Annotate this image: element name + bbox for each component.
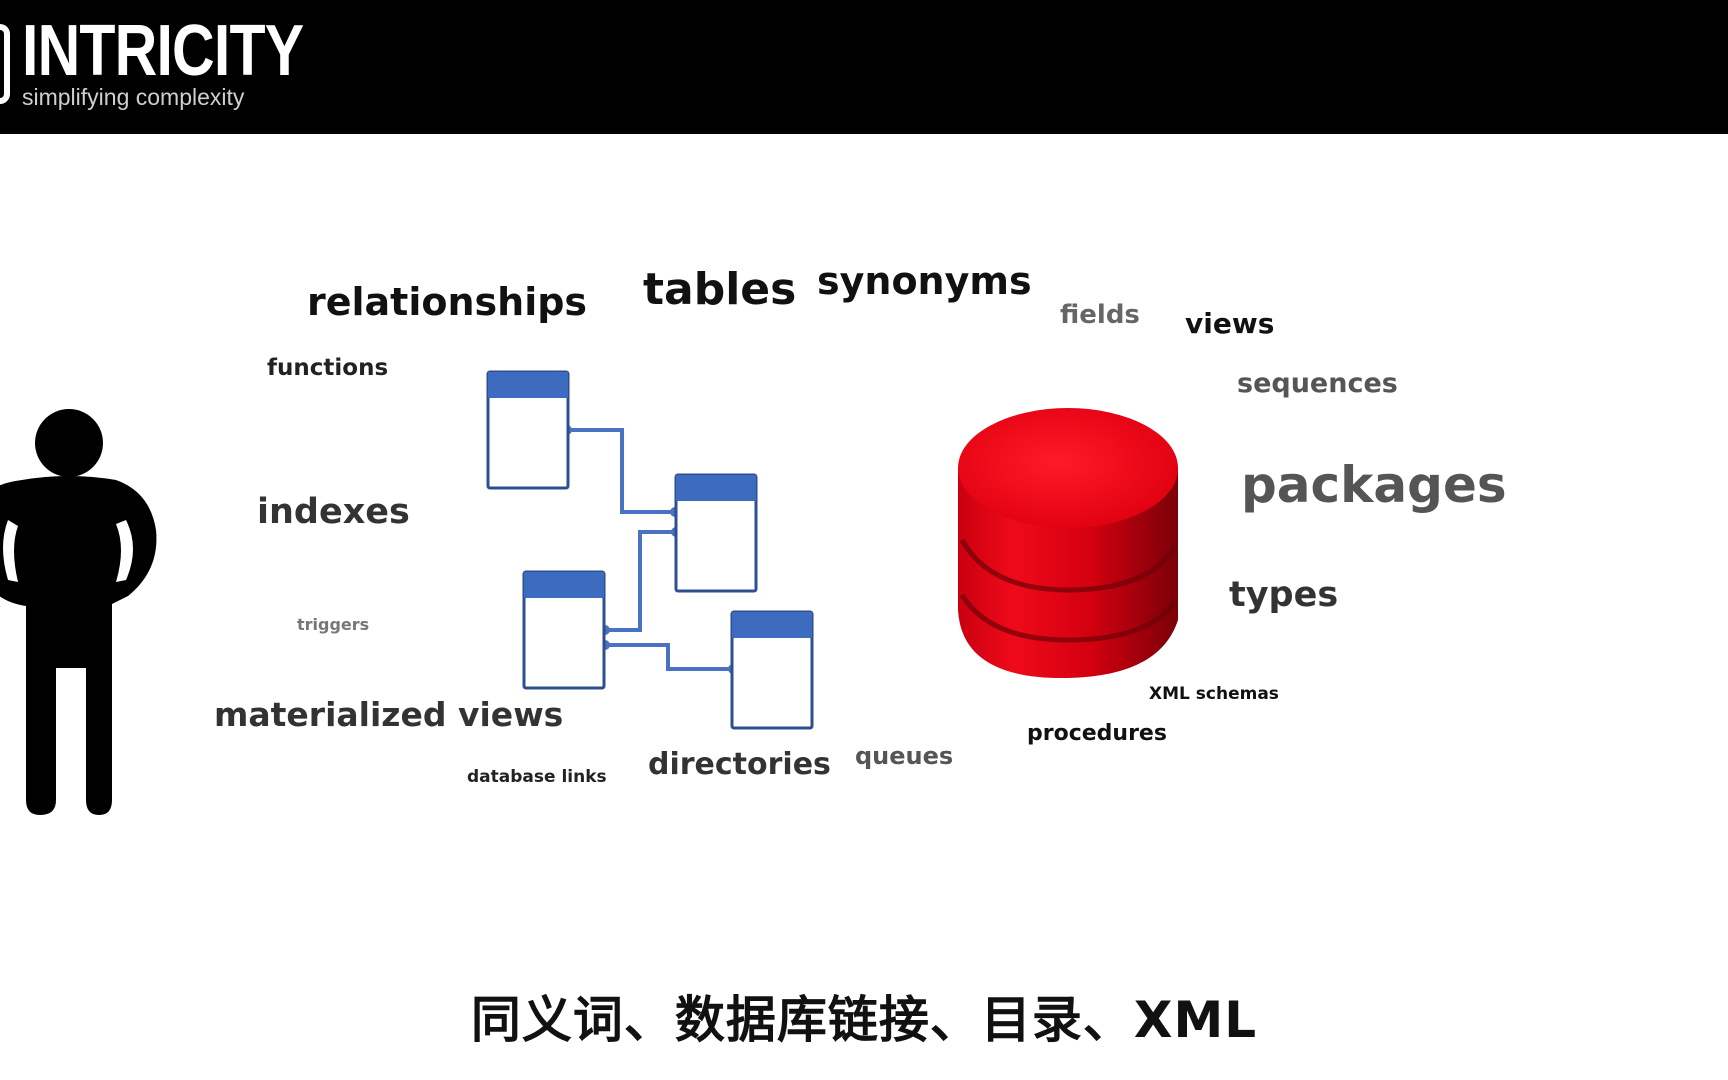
word-triggers: triggers xyxy=(297,615,370,634)
word-relationships: relationships xyxy=(307,280,588,324)
video-subtitle: 同义词、数据库链接、目录、XML xyxy=(470,990,1258,1050)
database-icon xyxy=(958,408,1179,679)
intricity-logo-mark xyxy=(0,24,10,104)
relationship-connectors xyxy=(567,428,733,671)
word-functions: functions xyxy=(267,355,389,381)
table-icon xyxy=(674,473,758,593)
word-tables: tables xyxy=(643,264,797,315)
word-xml-schemas: XML schemas xyxy=(1149,684,1279,704)
logo-wordmark: INTRICITY xyxy=(22,11,304,91)
word-database-links: database links xyxy=(467,767,607,787)
word-procedures: procedures xyxy=(1027,721,1167,746)
logo-tagline: simplifying complexity xyxy=(22,84,245,110)
word-views: views xyxy=(1185,307,1275,340)
word-materialized-views: materialized views xyxy=(214,695,564,734)
word-queues: queues xyxy=(855,742,954,770)
header-bar: INTRICITY simplifying complexity xyxy=(0,0,1728,134)
word-fields: fields xyxy=(1060,300,1140,330)
table-icon xyxy=(486,370,570,490)
word-indexes: indexes xyxy=(257,492,410,532)
word-directories: directories xyxy=(648,747,831,782)
table-icon xyxy=(730,610,814,730)
word-sequences: sequences xyxy=(1237,368,1398,399)
word-synonyms: synonyms xyxy=(817,259,1032,303)
person-icon xyxy=(0,409,157,815)
word-types: types xyxy=(1229,575,1339,615)
table-icon xyxy=(522,570,606,690)
word-packages: packages xyxy=(1241,456,1507,514)
